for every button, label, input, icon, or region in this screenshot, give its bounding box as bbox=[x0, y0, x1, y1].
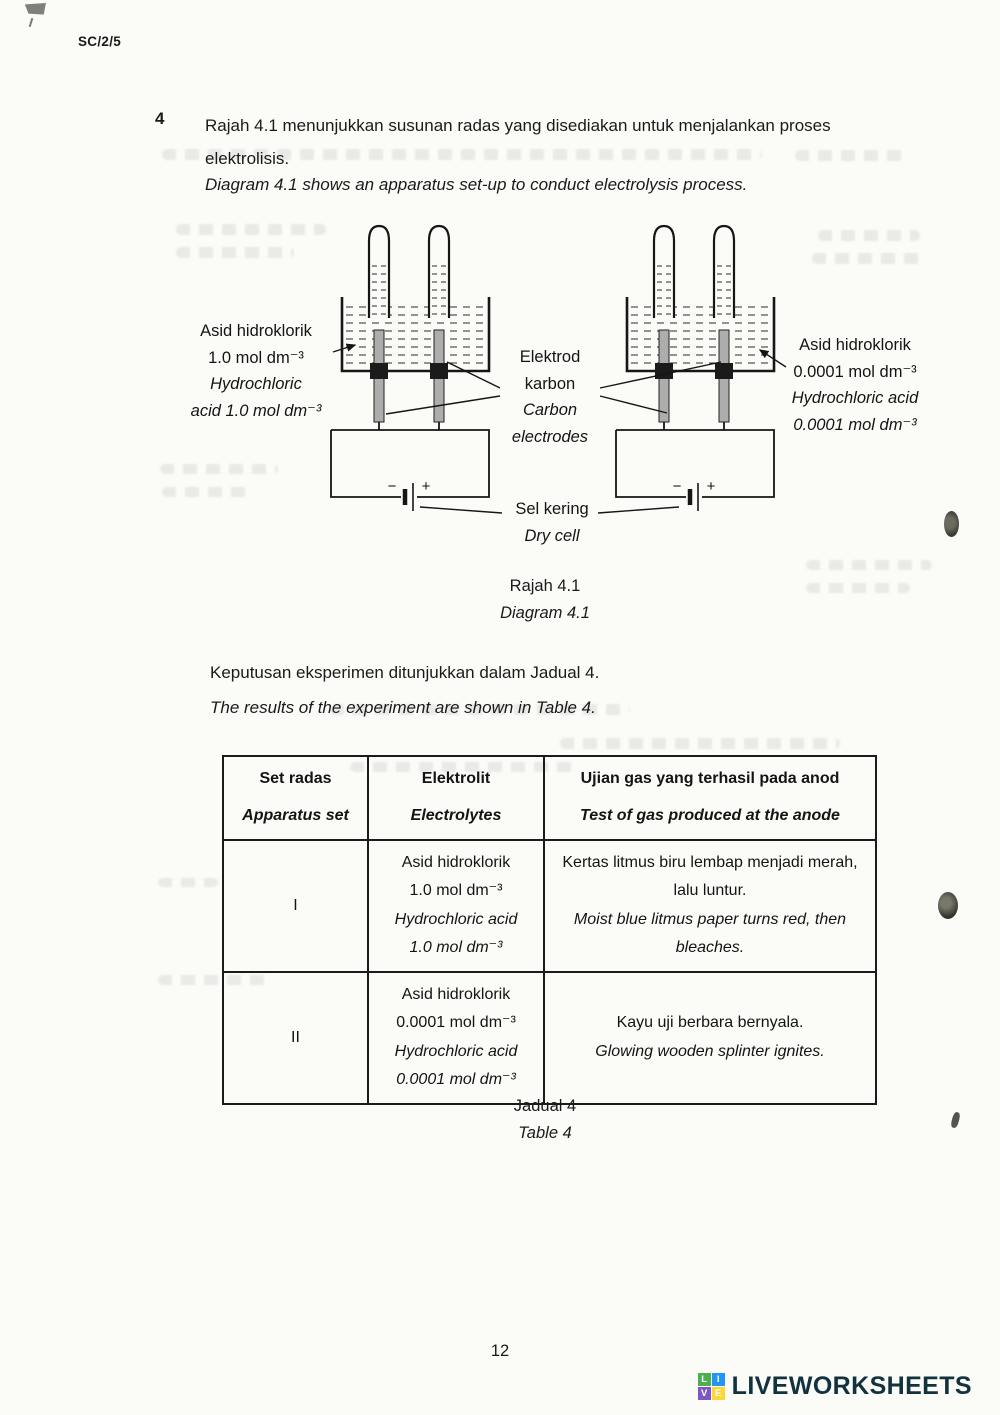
cell-line: 0.0001 mol dm⁻³ bbox=[396, 1071, 516, 1089]
label-line: Carbon bbox=[522, 401, 578, 419]
label-line: 1.0 mol dm⁻³ bbox=[208, 348, 304, 367]
question-number: 4 bbox=[155, 109, 165, 128]
header-text: Apparatus set bbox=[242, 807, 349, 825]
table-caption-english: Table 4 bbox=[518, 1124, 572, 1142]
scan-artifact bbox=[25, 0, 48, 18]
cell-line: Kayu uji berbara bernyala. bbox=[616, 1014, 804, 1032]
cell-line: Hydrochloric acid bbox=[394, 1042, 518, 1060]
header-text: Set radas bbox=[259, 770, 332, 787]
header-text: Elektrolit bbox=[421, 770, 491, 787]
label-leader-lines bbox=[332, 343, 787, 514]
table-caption-malay: Jadual 4 bbox=[513, 1097, 577, 1115]
results-table: Set radas Apparatus set Elektrolit Elect… bbox=[222, 755, 877, 1105]
liveworksheets-logo: L I V E LIVEWORKSHEETS bbox=[697, 1372, 972, 1401]
label-line: Hydrochloric bbox=[210, 375, 302, 393]
label-line: acid 1.0 mol dm⁻³ bbox=[190, 401, 322, 420]
set-label: I bbox=[222, 838, 369, 973]
results-intro-english: The results of the experiment are shown … bbox=[210, 698, 596, 717]
label-line: Hydrochloric acid bbox=[791, 389, 919, 407]
bleedthrough-artifact bbox=[812, 253, 924, 264]
question-text-malay: Rajah 4.1 menunjukkan susunan radas yang… bbox=[205, 116, 831, 168]
cell-line: Asid hidroklorik bbox=[401, 853, 511, 871]
table-row: I Asid hidroklorik 1.0 mol dm⁻³ Hydrochl… bbox=[222, 838, 877, 973]
liveworksheets-logo-text: LIVEWORKSHEETS bbox=[731, 1372, 972, 1400]
label-line: Asid hidroklorik bbox=[799, 336, 911, 354]
electrolyte-cell: Asid hidroklorik 1.0 mol dm⁻³ Hydrochlor… bbox=[367, 838, 545, 973]
header-electrolytes: Elektrolit Electrolytes bbox=[367, 755, 545, 841]
label-line: Dry cell bbox=[524, 526, 580, 545]
cell-line: 1.0 mol dm⁻³ bbox=[409, 882, 503, 900]
scan-artifact bbox=[950, 1111, 961, 1129]
bleedthrough-artifact bbox=[806, 560, 932, 570]
table-row: II Asid hidroklorik 0.0001 mol dm⁻³ Hydr… bbox=[222, 970, 877, 1105]
header-apparatus-set: Set radas Apparatus set bbox=[222, 755, 369, 841]
cell-line: Asid hidroklorik bbox=[401, 985, 511, 1003]
right-electrolyte-label: Asid hidroklorik 0.0001 mol dm⁻³ Hydroch… bbox=[782, 332, 928, 438]
page-number: 12 bbox=[490, 1342, 510, 1360]
logo-tile: V bbox=[697, 1387, 711, 1400]
bleedthrough-artifact bbox=[806, 583, 910, 593]
bleedthrough-artifact bbox=[158, 878, 218, 887]
table-caption: Jadual 4 Table 4 bbox=[430, 1093, 660, 1147]
document-code: SC/2/5 bbox=[78, 34, 122, 49]
dry-cell-label: Sel kering Dry cell bbox=[504, 496, 600, 549]
table-header-row: Set radas Apparatus set Elektrolit Elect… bbox=[222, 755, 877, 841]
gas-test-cell: Kertas litmus biru lembap menjadi merah,… bbox=[543, 838, 877, 973]
diagram-caption-english: Diagram 4.1 bbox=[500, 604, 590, 622]
logo-tile: I bbox=[711, 1373, 725, 1386]
question-text-english: Diagram 4.1 shows an apparatus set-up to… bbox=[205, 175, 748, 194]
carbon-electrode-label: Elektrod karbon Carbon electrodes bbox=[498, 344, 602, 450]
logo-tile: L bbox=[697, 1373, 711, 1386]
scan-artifact bbox=[938, 892, 958, 919]
bleedthrough-artifact bbox=[818, 230, 920, 241]
scan-artifact bbox=[944, 511, 959, 537]
diagram-caption-malay: Rajah 4.1 bbox=[509, 577, 581, 595]
header-text: Test of gas produced at the anode bbox=[580, 807, 840, 825]
header-text: Ujian gas yang terhasil pada anod bbox=[580, 770, 840, 787]
cell-line: 1.0 mol dm⁻³ bbox=[409, 939, 503, 957]
left-electrolyte-label: Asid hidroklorik 1.0 mol dm⁻³ Hydrochlor… bbox=[182, 318, 330, 424]
electrolysis-diagram: − + bbox=[180, 212, 787, 514]
electrolyte-cell: Asid hidroklorik 0.0001 mol dm⁻³ Hydroch… bbox=[367, 970, 545, 1105]
cell-line: Kertas litmus biru lembap menjadi merah,… bbox=[562, 853, 858, 900]
apparatus-set-1 bbox=[331, 226, 489, 511]
set-label: II bbox=[222, 970, 369, 1105]
label-line: karbon bbox=[524, 374, 576, 393]
liveworksheets-logo-icon: L I V E bbox=[697, 1373, 725, 1400]
cell-line: Glowing wooden splinter ignites. bbox=[595, 1042, 825, 1060]
label-line: Asid hidroklorik bbox=[200, 322, 312, 340]
gas-test-cell: Kayu uji berbara bernyala. Glowing woode… bbox=[543, 970, 877, 1105]
cell-line: 0.0001 mol dm⁻³ bbox=[396, 1014, 516, 1032]
label-line: 0.0001 mol dm⁻³ bbox=[793, 415, 917, 434]
results-intro-malay: Keputusan eksperimen ditunjukkan dalam J… bbox=[210, 663, 600, 682]
diagram-caption: Rajah 4.1 Diagram 4.1 bbox=[430, 573, 660, 627]
scan-artifact bbox=[28, 17, 34, 28]
results-intro: Keputusan eksperimen ditunjukkan dalam J… bbox=[210, 655, 599, 725]
label-line: Elektrod bbox=[519, 348, 581, 366]
header-text: Electrolytes bbox=[410, 807, 502, 825]
label-line: electrodes bbox=[511, 427, 589, 446]
bleedthrough-artifact bbox=[560, 738, 840, 749]
label-line: 0.0001 mol dm⁻³ bbox=[793, 362, 917, 381]
logo-tile: E bbox=[711, 1387, 725, 1400]
cell-line: Hydrochloric acid bbox=[394, 910, 518, 928]
apparatus-set-2 bbox=[616, 226, 774, 511]
label-line: Sel kering bbox=[515, 500, 589, 518]
header-gas-test: Ujian gas yang terhasil pada anod Test o… bbox=[543, 755, 877, 841]
cell-line: Moist blue litmus paper turns red, then … bbox=[573, 910, 847, 957]
